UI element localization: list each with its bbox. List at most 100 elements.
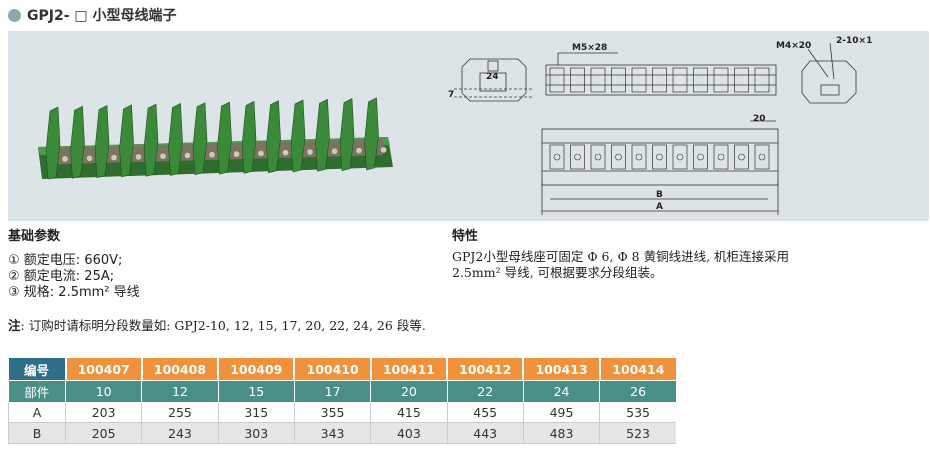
front-slot xyxy=(611,144,626,170)
row-a-cell: 315 xyxy=(217,402,295,423)
table-parts-row: 部件 10 12 15 17 20 22 24 26 xyxy=(8,380,676,402)
terminal-screw xyxy=(208,151,216,159)
terminal-screw xyxy=(159,152,167,160)
code-cell: 100410 xyxy=(293,358,371,381)
terminal-fin xyxy=(241,100,257,174)
parts-cell: 17 xyxy=(293,380,371,402)
header-label-cell: 编号 xyxy=(8,358,66,381)
terminal-fin xyxy=(339,98,355,171)
terminal-fin xyxy=(315,98,330,172)
terminal-fin xyxy=(45,106,61,180)
row-b-cell: 403 xyxy=(370,422,448,444)
dim-label-20: 20 xyxy=(753,114,766,124)
terminal-screw xyxy=(331,147,338,155)
row-a-cell: 495 xyxy=(522,402,600,423)
top-slot xyxy=(590,67,606,93)
top-slot xyxy=(570,67,585,93)
terminal-screw xyxy=(184,152,191,159)
terminal-screw xyxy=(380,146,387,154)
row-a-cell: 255 xyxy=(141,402,219,423)
row-b-cell: 343 xyxy=(293,422,371,444)
parts-cell: 10 xyxy=(64,380,142,402)
table-row-a: A 203 255 315 355 415 455 495 535 xyxy=(8,402,676,423)
front-screw xyxy=(553,153,561,161)
code-cell: 100412 xyxy=(446,358,524,381)
code-cell: 100413 xyxy=(522,358,600,381)
profile-left xyxy=(461,58,527,102)
table-header-row: 编号 100407 100408 100409 100410 100411 10… xyxy=(8,358,676,381)
parts-cell: 22 xyxy=(446,380,524,402)
top-slot xyxy=(713,67,729,93)
terminal-screw xyxy=(257,149,265,157)
front-screw xyxy=(615,153,622,161)
front-screw xyxy=(738,153,745,161)
terminal-block-photo xyxy=(38,97,393,180)
terminal-screw xyxy=(61,155,69,163)
dim-label-b: B xyxy=(656,190,663,200)
terminal-fin xyxy=(70,105,85,179)
parts-cell: 26 xyxy=(599,380,676,402)
parts-cell: 24 xyxy=(522,380,600,402)
title-row: GPJ2- □ 小型母线端子 xyxy=(8,5,177,25)
params-list: ① 额定电压: 660V; ② 额定电流: 25A; ③ 规格: 2.5mm² … xyxy=(8,253,140,301)
row-a-cell: 355 xyxy=(293,402,371,423)
terminal-fins xyxy=(45,97,387,180)
parts-label-cell: 部件 xyxy=(8,380,66,402)
bullet-dot-icon xyxy=(8,8,21,22)
code-cell: 100414 xyxy=(598,358,676,381)
parts-cell: 20 xyxy=(370,380,448,402)
terminal-screw xyxy=(110,154,118,162)
features-text: GPJ2小型母线座可固定 Φ 6, Φ 8 黄铜线进线, 机柜连接采用 2.5m… xyxy=(452,249,882,281)
page-title: GPJ2- □ 小型母线端子 xyxy=(27,8,177,24)
row-a-cell: 455 xyxy=(446,402,524,423)
row-a-cell: 415 xyxy=(370,402,448,423)
terminal-fin xyxy=(119,104,134,178)
terminal-screw xyxy=(355,147,363,155)
note-text: : 订购时请标明分段数量如: GPJ2-10, 12, 15, 17, 20, … xyxy=(20,318,426,333)
front-slot xyxy=(631,144,647,170)
code-cell: 100408 xyxy=(140,358,219,381)
top-slot xyxy=(672,67,688,93)
front-screw xyxy=(656,153,663,161)
row-b-label: B xyxy=(8,422,66,444)
parts-cell: 12 xyxy=(141,380,219,402)
terminal-fin xyxy=(217,101,232,175)
row-a-label: A xyxy=(8,402,66,423)
front-slot xyxy=(570,144,585,170)
dimension-drawings: M5×28 M4×20 2-10×1 24 7 20 B A xyxy=(448,36,872,215)
top-slot xyxy=(549,67,565,93)
dim-label-a: A xyxy=(656,202,663,212)
terminal-fin xyxy=(168,103,183,176)
code-cell: 100411 xyxy=(369,358,448,381)
features-line-2: 2.5mm² 导线, 可根据要求分段组装。 xyxy=(452,265,663,280)
profile-right xyxy=(801,60,857,104)
top-slot xyxy=(652,67,667,93)
spec-table: 编号 100407 100408 100409 100410 100411 10… xyxy=(8,358,676,444)
front-screw xyxy=(717,153,725,161)
terminal-fin xyxy=(266,100,281,174)
front-slot xyxy=(693,144,708,170)
order-note: 注: 订购时请标明分段数量如: GPJ2-10, 12, 15, 17, 20,… xyxy=(8,315,426,334)
front-view-slots xyxy=(549,144,770,170)
terminal-fin xyxy=(192,102,208,176)
top-slot xyxy=(693,67,708,93)
terminal-fin xyxy=(364,97,379,171)
terminal-fin xyxy=(290,99,306,173)
param-current: ② 额定电流: 25A; xyxy=(8,269,115,284)
row-b-cell: 523 xyxy=(599,422,676,444)
row-a-cell: 203 xyxy=(64,402,142,423)
features-title: 特性 xyxy=(452,229,479,244)
param-spec: ③ 规格: 2.5mm² 导线 xyxy=(8,285,140,300)
note-label: 注 xyxy=(8,318,21,333)
top-slot xyxy=(754,67,770,93)
front-slot xyxy=(672,144,688,170)
dim-label-7: 7 xyxy=(448,90,454,100)
terminal-screw xyxy=(233,150,240,158)
top-view-strip xyxy=(545,64,777,96)
terminal-screw xyxy=(306,148,314,156)
params-title: 基础参数 xyxy=(8,229,61,244)
code-cell: 100409 xyxy=(217,358,295,381)
front-screw xyxy=(594,153,602,161)
terminal-screw xyxy=(86,154,93,162)
front-slot xyxy=(713,144,729,170)
